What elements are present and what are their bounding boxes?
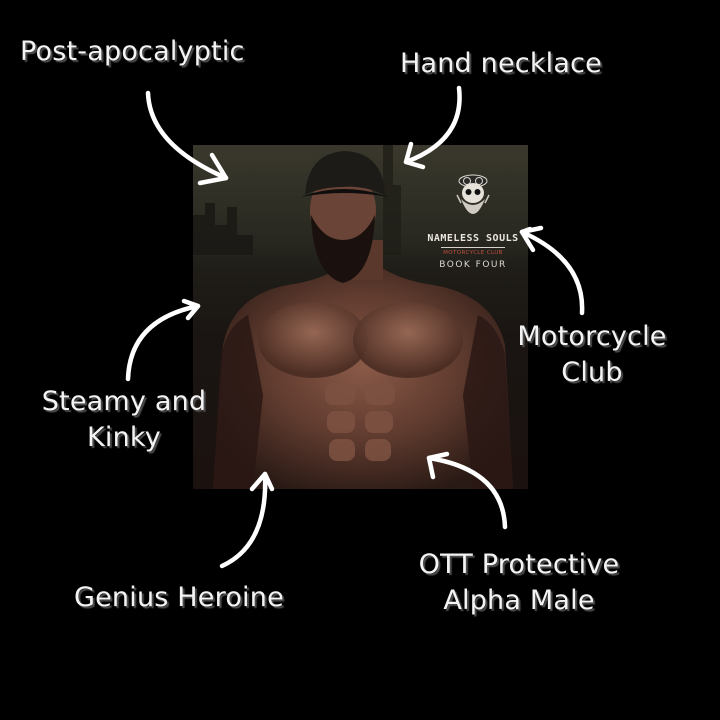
cover-model-illustration: [193, 145, 513, 489]
book-number: BOOK FOUR: [439, 260, 507, 270]
label-text-line2: Alpha Male: [443, 585, 595, 616]
label-text-line1: Steamy and: [41, 386, 207, 417]
series-badge: NAMELESS SOULS MOTORCYCLE CLUB BOOK FOUR: [423, 173, 523, 270]
label-steamy-and-kinky: Steamy and Kinky: [22, 384, 226, 456]
label-text-line2: Kinky: [87, 422, 161, 453]
label-text-line1: Motorcycle: [517, 321, 667, 352]
bearded-skull-with-goggles-icon: [456, 174, 490, 214]
arrow-steamy-and-kinky-icon: [125, 298, 201, 382]
label-text: Genius Heroine: [74, 582, 284, 613]
arrow-motorcycle-club-icon: [519, 225, 585, 316]
series-subtitle: MOTORCYCLE CLUB: [443, 250, 503, 256]
label-text-line1: OTT Protective: [418, 549, 620, 580]
label-ott-protective-alpha-male: OTT Protective Alpha Male: [390, 547, 648, 619]
series-divider: [441, 247, 505, 248]
label-genius-heroine: Genius Heroine: [74, 580, 284, 616]
label-text: Hand necklace: [400, 48, 602, 79]
label-text-line2: Club: [561, 357, 623, 388]
label-post-apocalyptic: Post-apocalyptic: [20, 34, 245, 70]
label-motorcycle-club: Motorcycle Club: [497, 319, 687, 391]
series-title: NAMELESS SOULS: [427, 233, 519, 244]
label-hand-necklace: Hand necklace: [400, 46, 602, 82]
label-text: Post-apocalyptic: [20, 36, 245, 67]
book-cover: NAMELESS SOULS MOTORCYCLE CLUB BOOK FOUR: [193, 145, 528, 489]
